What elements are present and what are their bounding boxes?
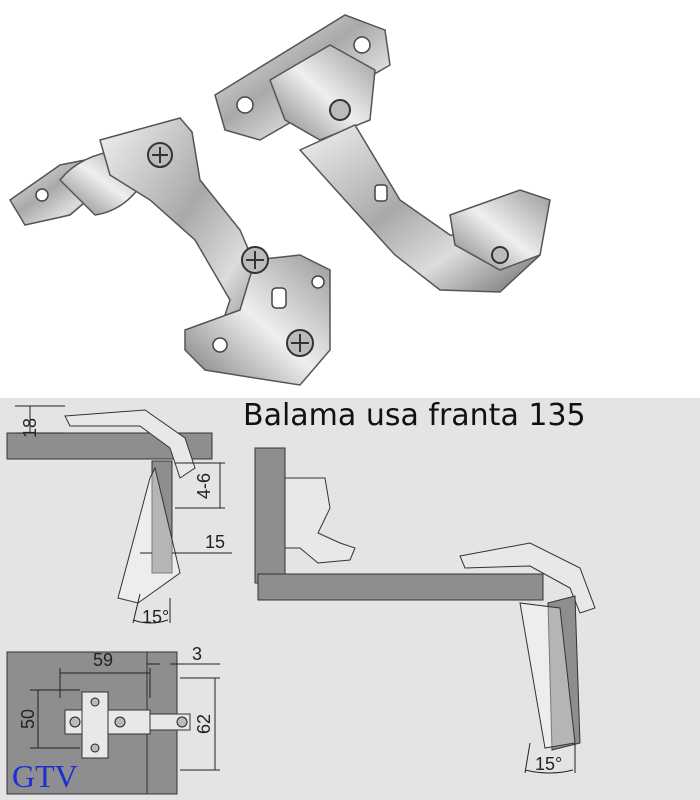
dim-4-6: 4-6: [194, 473, 214, 499]
product-title: Balama usa franta 135: [243, 398, 586, 433]
dim-50: 50: [18, 709, 38, 729]
side-view-right: [254, 447, 596, 774]
right-hinge: [214, 14, 551, 293]
angle-15-right: 15°: [535, 754, 562, 774]
technical-drawing: 18 4-6 15 15° 59 3 50 62 15°: [0, 398, 700, 800]
side-view-top-left: [6, 405, 232, 624]
dim-15: 15: [205, 532, 225, 552]
dim-59: 59: [93, 650, 113, 670]
front-view-bottom-left: [6, 651, 220, 795]
dim-3: 3: [192, 644, 202, 664]
dim-62: 62: [194, 714, 214, 734]
hinge-product-photo: [8, 14, 551, 386]
dim-18: 18: [20, 418, 40, 438]
brand-logo: GTV: [12, 758, 78, 794]
angle-15-left: 15°: [142, 607, 169, 627]
left-hinge: [8, 117, 331, 386]
